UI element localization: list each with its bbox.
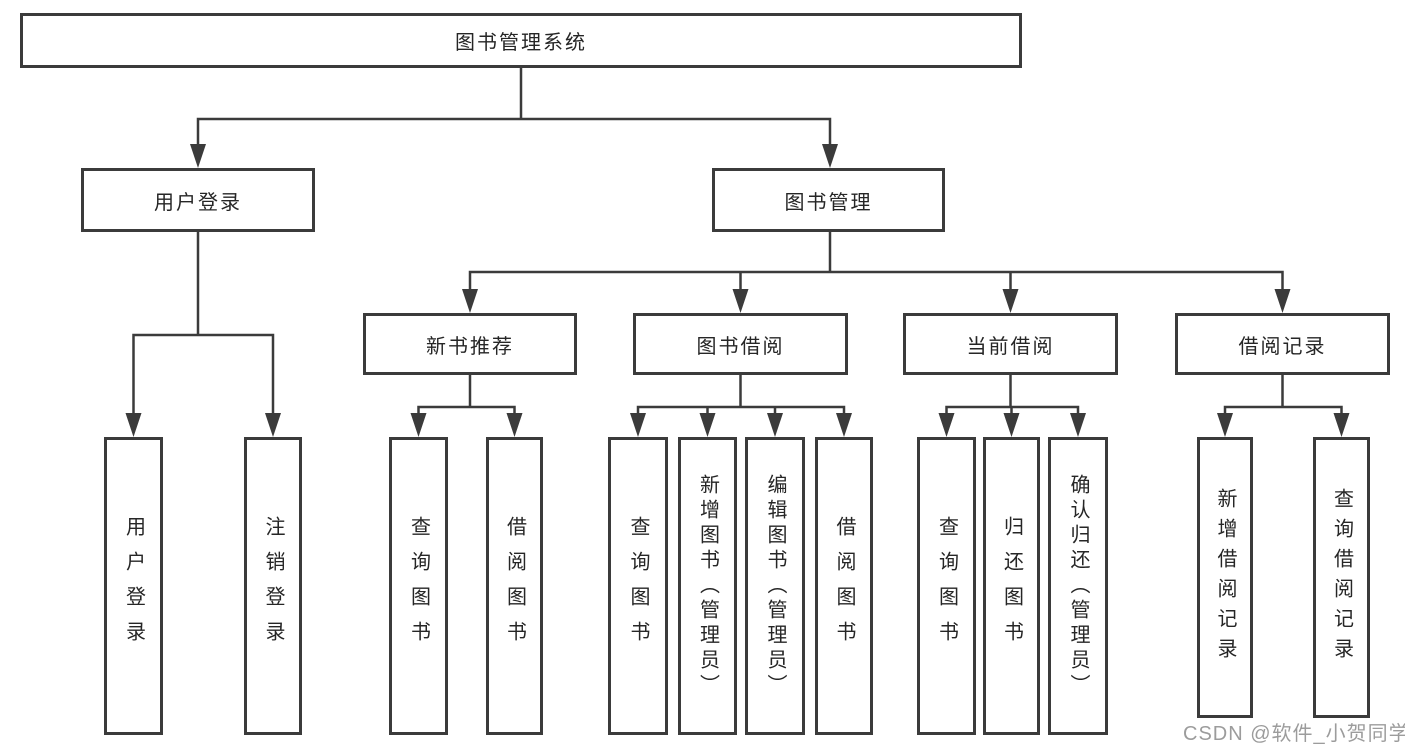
node-edit-books-admin: 编辑图书（管理员） bbox=[745, 437, 805, 735]
node-user-login-label: 用户登录 bbox=[154, 191, 242, 214]
node-current-borrowing: 当前借阅 bbox=[903, 313, 1118, 375]
node-query-books-recommend: 查询图书 bbox=[389, 437, 448, 735]
node-book-borrowing: 图书借阅 bbox=[633, 313, 848, 375]
arrowheads bbox=[125, 144, 1350, 437]
node-book-management-label: 图书管理 bbox=[784, 191, 873, 214]
node-logout-action: 注销登录 bbox=[244, 437, 302, 735]
csdn-watermark: CSDN @软件_小贺同学 bbox=[1183, 723, 1405, 745]
node-edit-books-admin-label: 编辑图书（管理员） bbox=[764, 473, 786, 699]
node-add-books-admin: 新增图书（管理员） bbox=[678, 437, 737, 735]
node-add-books-admin-label: 新增图书（管理员） bbox=[696, 473, 719, 699]
node-logout-action-label: 注销登录 bbox=[262, 516, 284, 656]
node-borrowing-records: 借阅记录 bbox=[1175, 313, 1390, 375]
node-add-borrow-record-label: 新增借阅记录 bbox=[1214, 487, 1236, 668]
node-query-books-borrowing-label: 查询图书 bbox=[627, 516, 649, 656]
node-query-books-recommend-label: 查询图书 bbox=[407, 516, 430, 656]
node-user-login-action-label: 用户登录 bbox=[122, 516, 145, 656]
connector-stems bbox=[132, 66, 1343, 419]
node-borrow-books-borrowing-label: 借阅图书 bbox=[833, 516, 855, 656]
node-query-borrow-record-label: 查询借阅记录 bbox=[1330, 487, 1353, 668]
node-query-books-current: 查询图书 bbox=[917, 437, 976, 735]
node-book-management: 图书管理 bbox=[712, 168, 945, 232]
node-query-borrow-record: 查询借阅记录 bbox=[1313, 437, 1370, 718]
node-book-borrowing-label: 图书借阅 bbox=[696, 335, 785, 358]
node-return-books: 归还图书 bbox=[983, 437, 1040, 735]
node-library-system-label: 图书管理系统 bbox=[455, 32, 587, 54]
node-borrow-books-borrowing: 借阅图书 bbox=[815, 437, 873, 735]
node-user-login-action: 用户登录 bbox=[104, 437, 163, 735]
node-confirm-return-admin: 确认归还（管理员） bbox=[1048, 437, 1108, 735]
node-confirm-return-admin-label: 确认归还（管理员） bbox=[1067, 473, 1089, 699]
node-borrow-books-recommend: 借阅图书 bbox=[486, 437, 543, 735]
node-query-books-current-label: 查询图书 bbox=[935, 516, 958, 656]
node-new-book-recommend: 新书推荐 bbox=[363, 313, 577, 375]
node-query-books-borrowing: 查询图书 bbox=[608, 437, 668, 735]
node-current-borrowing-label: 当前借阅 bbox=[966, 335, 1055, 358]
node-new-book-recommend-label: 新书推荐 bbox=[426, 335, 514, 358]
node-return-books-label: 归还图书 bbox=[1000, 516, 1023, 656]
node-borrow-books-recommend-label: 借阅图书 bbox=[503, 516, 526, 656]
node-user-login: 用户登录 bbox=[81, 168, 315, 232]
node-library-system: 图书管理系统 bbox=[20, 13, 1022, 68]
node-borrowing-records-label: 借阅记录 bbox=[1238, 335, 1327, 358]
node-add-borrow-record: 新增借阅记录 bbox=[1197, 437, 1253, 718]
